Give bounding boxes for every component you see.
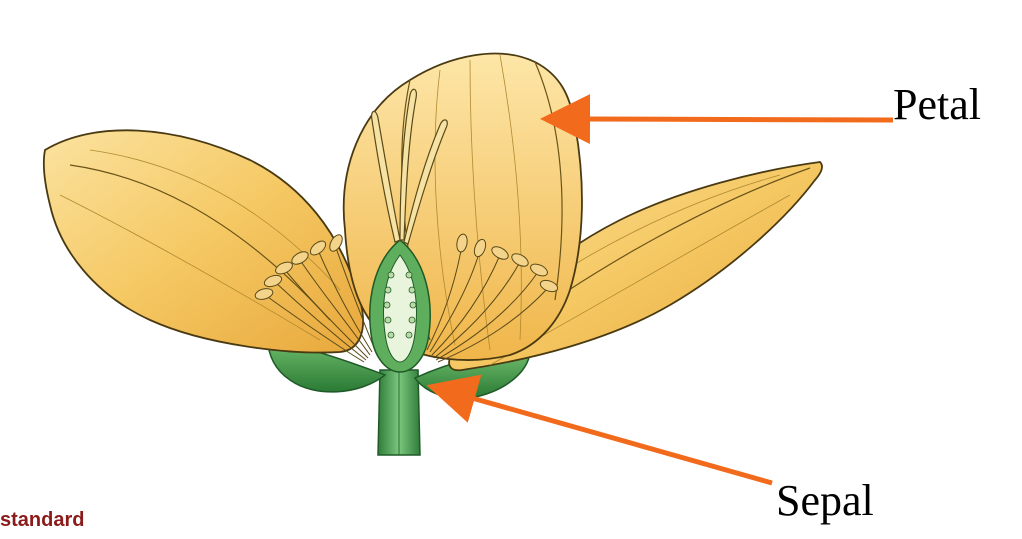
petal-label: Petal — [893, 83, 981, 127]
sepal-label: Sepal — [776, 479, 874, 523]
petal-arrow — [580, 119, 893, 120]
footer-text: standard — [0, 510, 84, 530]
sepal-arrow — [465, 396, 772, 483]
petal-left — [44, 130, 363, 352]
